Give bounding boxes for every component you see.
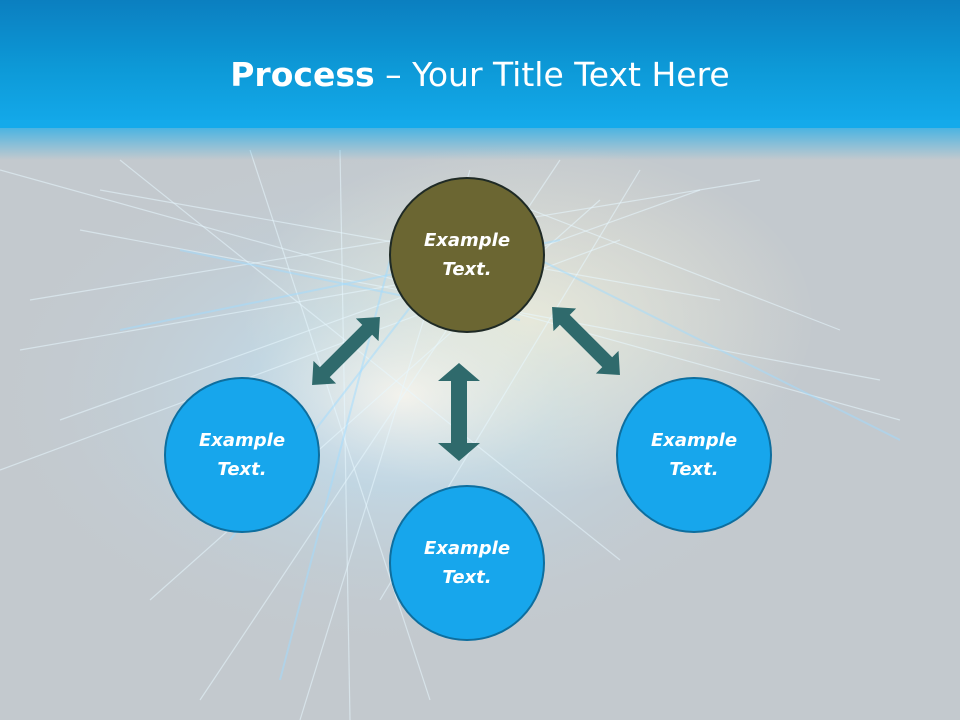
title-separator: – [374,55,413,94]
node-right-line1: Example [650,430,738,451]
arrow-top-right [552,307,620,375]
node-bottom-line2: Text. [442,567,492,588]
title-band-fade [0,120,960,160]
title-rest: Your Title Text Here [412,55,730,94]
node-right-line2: Text. [669,459,719,480]
node-top-line2: Text. [442,259,492,280]
arrow-center-vertical [438,363,480,461]
node-top-line1: Example [423,230,511,251]
node-bottom-line1: Example [423,538,511,559]
slide-title: Process – Your Title Text Here [0,52,960,98]
title-band [0,0,960,128]
title-bold: Process [230,55,375,94]
node-left-line1: Example [198,430,286,451]
node-left-line2: Text. [217,459,267,480]
arrow-top-left [312,317,380,385]
